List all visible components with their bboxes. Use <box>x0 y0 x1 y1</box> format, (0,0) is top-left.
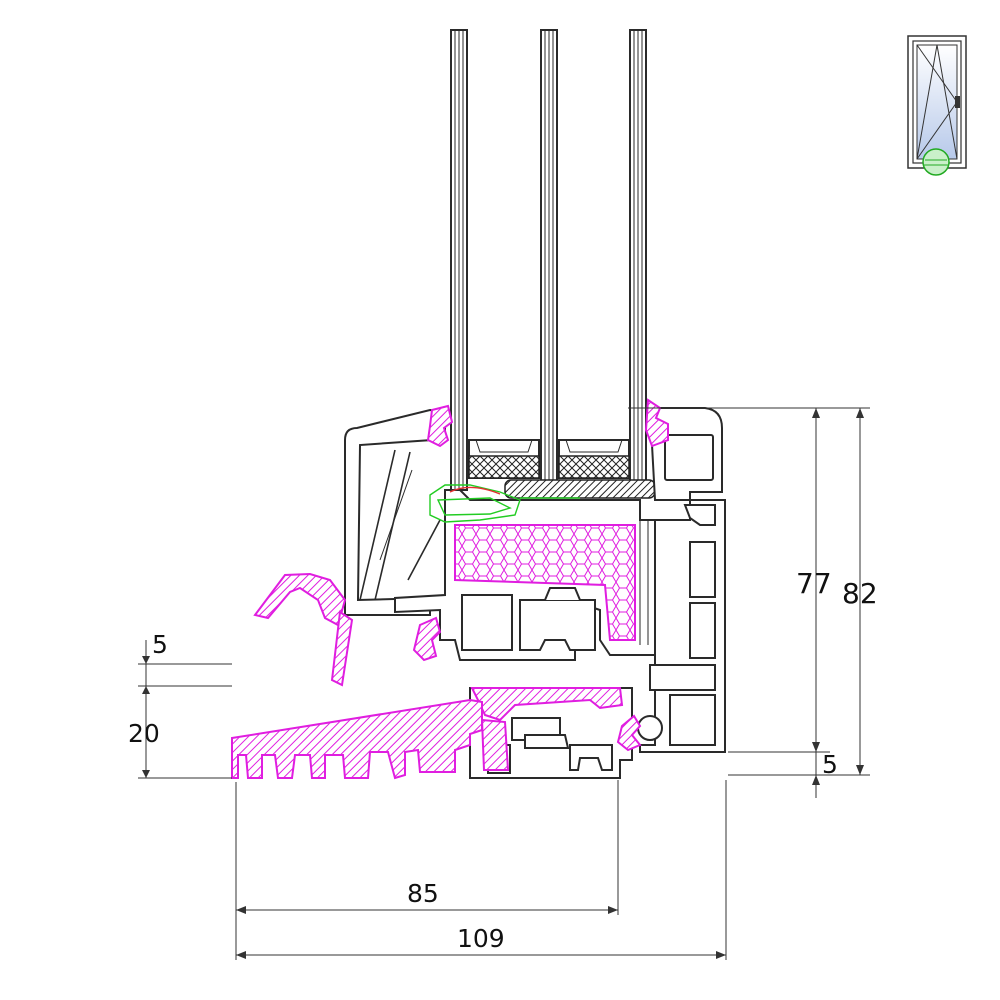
weather-drip <box>253 572 347 627</box>
threshold-gasket-lower <box>480 718 510 771</box>
gasket-outer-sash <box>426 404 454 448</box>
dimension-labels: 5 20 77 82 5 85 109 <box>128 567 878 953</box>
glass-pane-middle <box>540 29 558 491</box>
glazing-block <box>504 479 656 499</box>
dim-frame-offset: 5 <box>822 750 838 779</box>
dim-sill-height: 20 <box>128 719 160 748</box>
gasket-frame-bottom <box>616 714 642 752</box>
dim-sash-height: 77 <box>796 567 832 600</box>
dimension-lines <box>138 407 870 960</box>
dim-frame-height: 82 <box>842 577 878 610</box>
glass-pane-outer <box>450 29 468 491</box>
foam-insulation <box>454 524 636 641</box>
glass-pane-inner <box>629 29 647 491</box>
hardware-fitting <box>429 484 580 523</box>
frame-profile <box>637 407 726 753</box>
spacer-bar-right <box>558 439 630 479</box>
dim-rebate-gap: 5 <box>152 630 168 659</box>
gasket-inner-glass <box>644 398 669 448</box>
gasket-sash-bottom <box>412 616 442 662</box>
glazing-unit <box>450 29 656 499</box>
outer-sill-nose <box>231 698 483 780</box>
spacer-bar-left <box>468 439 540 479</box>
dim-frame-depth: 85 <box>407 879 439 908</box>
drip-strip <box>330 610 354 687</box>
gaskets <box>253 398 669 771</box>
tilt-turn-window-icon <box>907 35 967 176</box>
green-circle-marker <box>922 148 950 176</box>
dim-total-depth: 109 <box>457 924 505 953</box>
